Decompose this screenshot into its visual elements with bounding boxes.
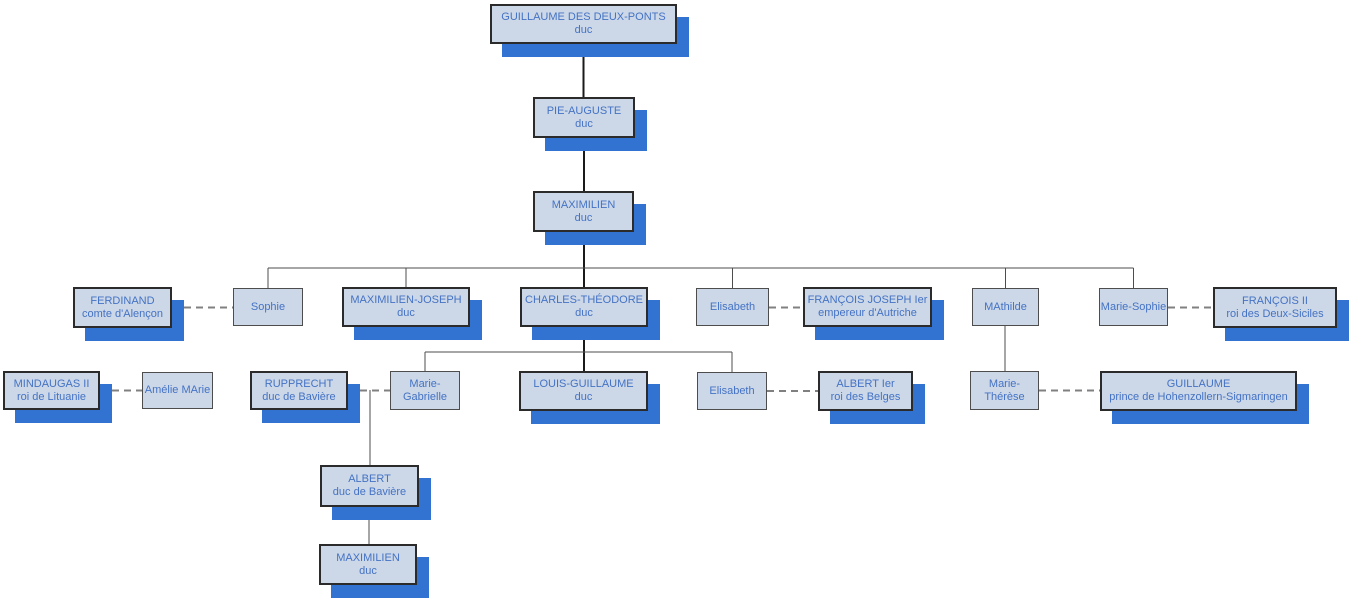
person-node-mathilde[interactable]: MAthilde (972, 288, 1039, 326)
person-name: LOUIS-GUILLAUME (533, 378, 634, 390)
person-title: Thérèse (984, 390, 1025, 403)
person-title: duc (359, 564, 377, 577)
person-name: FRANÇOIS JOSEPH Ier (807, 294, 928, 306)
person-name: Marie- (409, 377, 441, 390)
person-name: RUPPRECHT (264, 377, 334, 390)
person-name: MAthilde (984, 300, 1027, 313)
person-title: roi des Deux-Siciles (1226, 307, 1324, 320)
person-title: duc de Bavière (262, 390, 336, 403)
person-title: duc de Bavière (332, 486, 407, 498)
person-name: GUILLAUME (1166, 378, 1231, 390)
person-title: duc (397, 307, 415, 319)
person-name: FRANÇOIS II (1241, 294, 1308, 307)
person-node-elisabeth-1[interactable]: Elisabeth (696, 288, 769, 326)
person-name: GUILLAUME DES DEUX-PONTS (501, 11, 666, 23)
person-title: roi des Belges (830, 391, 901, 403)
person-title: prince de Hohenzollern-Sigmaringen (1109, 391, 1288, 403)
person-name: Marie-Sophie (1100, 300, 1167, 313)
person-node-marie-gabrielle[interactable]: Marie-Gabrielle (390, 371, 460, 410)
person-name: MAXIMILIEN-JOSEPH (350, 294, 462, 306)
person-title: comte d'Alençon (82, 307, 163, 320)
person-node-elisabeth-2[interactable]: Elisabeth (697, 372, 767, 410)
person-title: duc (575, 307, 593, 319)
person-name: MAXIMILIEN (551, 198, 616, 211)
person-name: FERDINAND (90, 294, 155, 307)
person-name: ALBERT (348, 473, 391, 485)
person-node-sophie[interactable]: Sophie (233, 288, 303, 326)
person-name: PIE-AUGUSTE (546, 104, 622, 117)
person-title: duc (574, 211, 593, 224)
person-title: duc (574, 391, 593, 403)
person-title: duc (575, 117, 593, 130)
person-node-marie-therese[interactable]: Marie-Thérèse (970, 371, 1039, 410)
person-node-amelie-marie[interactable]: Amélie MArie (142, 372, 213, 409)
person-name: Amélie MArie (144, 384, 211, 396)
person-name: Marie- (988, 377, 1021, 390)
person-name: ALBERT Ier (836, 378, 895, 390)
person-name: Sophie (250, 300, 286, 313)
person-name: Elisabeth (709, 384, 755, 397)
person-title: duc (574, 24, 593, 36)
person-name: MAXIMILIEN (336, 551, 400, 564)
person-title: roi de Lituanie (16, 390, 87, 403)
person-name: MINDAUGAS II (13, 377, 90, 390)
person-name: Elisabeth (709, 300, 756, 313)
person-title: Gabrielle (402, 390, 448, 403)
person-title: empereur d'Autriche (818, 307, 917, 319)
person-node-marie-sophie[interactable]: Marie-Sophie (1099, 288, 1168, 326)
person-name: CHARLES-THÉODORE (525, 294, 643, 306)
